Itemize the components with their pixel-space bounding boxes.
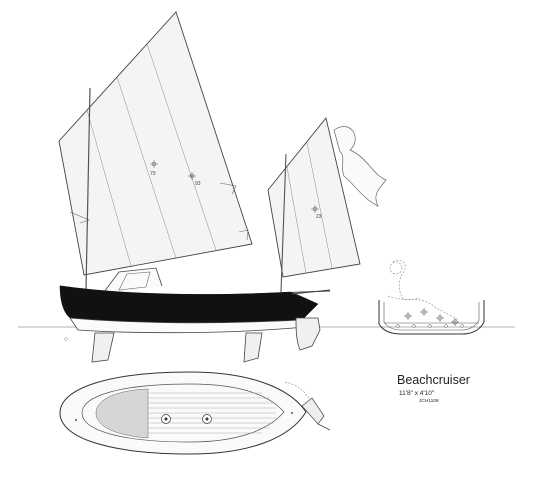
main-sail-area-label: 70 <box>150 171 156 177</box>
main-sail-ce-marker <box>150 160 158 168</box>
hull-section <box>378 259 485 335</box>
main-sail-small-label: 93 <box>195 181 201 187</box>
mizzen-sail-ce-marker <box>311 205 319 213</box>
design-name: Beachcruiser <box>397 373 470 387</box>
hull-plan-view <box>59 371 331 455</box>
design-code: JCH1108 <box>419 399 439 404</box>
main-sail-ce-marker-2 <box>188 172 196 180</box>
hull-profile <box>59 267 331 363</box>
mizzen-sail: 23 <box>267 116 361 278</box>
reference-mark <box>64 337 68 341</box>
main-sail: 70 93 <box>58 11 253 276</box>
mizzen-mast <box>280 153 287 293</box>
main-mast <box>85 87 91 291</box>
mizzen-pennant <box>333 126 387 207</box>
design-dimensions: 11'8" x 4'10" <box>399 390 435 397</box>
mizzen-sail-area-label: 23 <box>316 214 322 220</box>
